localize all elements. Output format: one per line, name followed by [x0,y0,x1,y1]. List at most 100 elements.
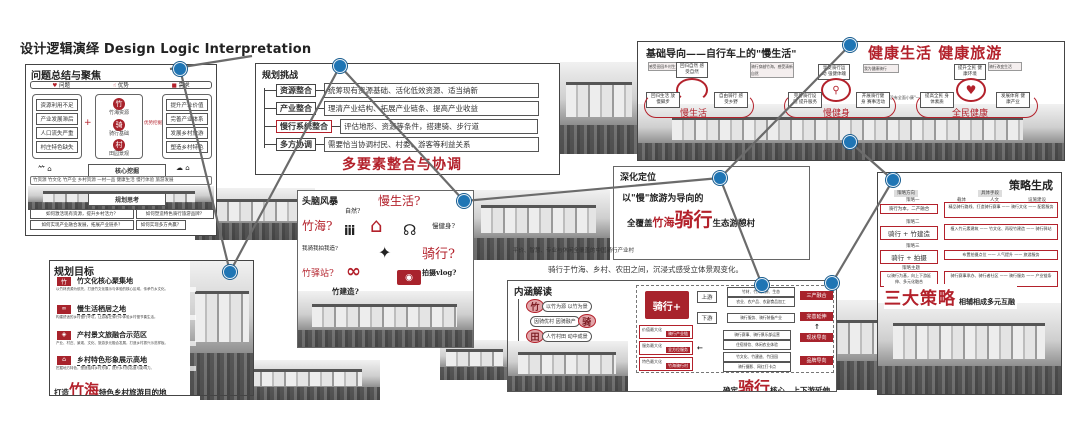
demand-item: 提升产业价值 [166,99,208,111]
village-icon: 村 [113,139,125,151]
loop-arrow [644,94,754,118]
arrow-left-icon: ← [697,344,703,352]
demand-item: 塑造乡村特色 [166,141,208,153]
bamboo-icon: 竹 [57,277,71,286]
brainstorm-panel: 头脑风暴 慢生活? 自然? 竹海? 慢健身? 我骑我拍我造? 骑行? 竹驿站? … [297,190,474,348]
line2-emph-bamboo: 竹海 [652,216,675,229]
planning-goals-panel: 规划目标 竹 竹文化核心聚集地 以竹林资源为依托，打造竹文化展示与体验的核心区域… [49,260,254,396]
brainstorm-word: 我骑我拍我造? [302,246,338,252]
deep-positioning-panel: 深化定位 以"慢"旅游为导向的 全覆盖 竹海 骑行 生态游憩村 [613,166,810,260]
interpretation-row: 因骑优村 因骑融产 骑 [530,314,596,328]
interpretation-row: 田 人竹村田 动中成景 [526,329,592,343]
house-icon: ⌂ [370,213,383,237]
slogan-emph: 竹海 [69,381,100,396]
speech-bubble: 骑行改变生活 [988,62,1022,71]
brainstorm-word: 自然? [345,208,361,215]
legend-label: 需求 [178,83,190,89]
mid-item: 骑行摄影、网红打卡点 [723,362,791,372]
positioning-title: 深化定位 [620,173,657,183]
strategy-label: 骑行 + 拍摄 [880,250,938,264]
legend-label: 问题 [59,83,71,89]
bike-icon: ∞ [57,305,71,314]
group-right-box: 发展体育 健康产业 [996,92,1030,108]
goal-title: 竹文化核心聚集地 [77,276,133,285]
strategy-measures: 精品骑行路线、打造骑行赛事 —— 骑行文化 —— 配套服务 [944,202,1058,218]
value-tag: 全方位服务 [666,347,690,353]
slogan-sub: 相辅相成多元互融 [959,297,1015,306]
connotation-panel: 内涵解读 竹 以竹为源 以竹为景 因骑优村 因骑融产 骑 田 人竹村田 动中成景… [507,280,837,392]
orientation-headline: 健康生活 健康旅游 [868,44,1003,62]
arrow-up-icon: ↑ [814,323,820,331]
node-goals [223,265,237,279]
brainstorm-word: 竹驿站? [302,269,334,279]
compass-icon: ✦ [378,243,392,262]
heart-icon: ♥ [52,83,58,89]
challenge-row: 产业整合 理清产业结构、拓展产业链条、提高产业收益 [264,101,539,116]
speech-bubble: 骑行穿越竹海，感受清新自然 [750,62,794,78]
page-title: 设计逻辑演绎 Design Logic Interpretation [20,42,312,57]
positioning-caption: 骑行于竹海、乡村、农田之间，沉浸式感受立体景观变化。 [548,265,743,274]
thought-item: 如何激活现有资源，提升乡村活力？ [30,209,134,219]
interpretation-tree [518,299,618,341]
goal-desc: 以竹林资源为依托，打造竹文化展示与体验的核心区域，传承竹乡文化。 [56,287,196,292]
col-direction: 策略方向 [894,190,918,197]
problem-summary-panel: 问题总结与聚焦 ♥ 问题 ☝ 优势 ■ 需求 资源利用不足 产业发展滞后 人口流… [25,64,217,236]
interpretation-text: 因骑优村 因骑融产 [530,315,580,327]
node-connotation-right [825,276,839,290]
cycling-plus-core: 骑行+ [645,291,689,319]
upstream-label: 上游 [697,291,717,303]
value-tag: 骑行产业链 [666,331,690,337]
brainstorm-word: 竹建造? [332,287,359,296]
planning-challenge-panel: 规划挑战 资源整合 统筹现有资源基础、活化低效资源、适当纳新 产业整合 理清产业… [255,63,560,175]
center-column: 竹 竹海资源 骑 骑行基础 村 田园景观 [95,94,143,159]
challenge-desc: 评估地形、资源等条件，搭建骑、步行道 [340,119,538,134]
demand-item: 完善产业体系 [166,113,208,125]
node-strategy [886,173,900,187]
value-label: 服务最大化 [642,343,662,348]
cycling-plus-diagram: 骑行+ 上游 下游 竹材、竹海资源、生态 农业、农产品、农副食品加工 骑行服务、… [636,285,834,373]
thought-item: 如何塑造特色骑行旅游品牌？ [136,209,214,219]
value-box: 特色最大化 竹海骑行村 [639,357,693,371]
problem-item: 资源利用不足 [36,99,78,111]
strategy-name: 策略三 [906,244,920,249]
brainstorm-word: 拍摄vlog? [422,268,457,277]
challenge-row: 慢行系统整合 评估地形、资源等条件，搭建骑、步行道 [264,119,538,134]
slogan-prefix: 打造 [54,388,69,396]
challenge-desc: 需要恰当协调村民、村委、游客等利益关系 [324,137,539,152]
strategy-title: 策略生成 [1009,179,1053,192]
connotation-slogan: 确定 骑行 核心，上下游延伸 [723,374,830,391]
node-challenge [333,59,347,73]
challenge-key: 产业整合 [276,102,316,115]
cycling-icon: 骑 [113,119,125,131]
planning-label: 规划思考 [88,193,166,206]
strategy-name: 策略主题 [902,266,920,271]
advantage-label: 竹海资源 [108,110,129,116]
interpretation-row: 竹 以竹为源 以竹为景 [526,299,592,313]
challenge-slogan: 多要素整合与协调 [342,157,462,173]
challenge-row: 多方协调 需要恰当协调村民、村委、游客等利益关系 [264,137,539,152]
goal-desc: 产业、村庄、景观、文化、旅游多元融合发展，打造乡村振兴示范样板。 [56,341,196,346]
village-icon: ⌂ [57,356,71,365]
line2-prefix: 全覆盖 [627,219,653,229]
value-label: 价值最大化 [642,327,662,332]
target-icon: ■ [171,83,177,89]
upstream-item: 农业、农产品、农副食品加工 [727,297,795,307]
challenge-key: 资源整合 [276,84,316,97]
village-photo [298,291,473,347]
goal-desc: 构建舒适的乡村慢行环境，让游客在骑行中体验乡村慢节奏生活。 [56,315,196,320]
advantage-label: 骑行基础 [108,131,129,137]
legend-bar: ♥ 问题 ☝ 优势 ■ 需求 [30,81,212,89]
value-tag: 竹海骑行村 [666,363,690,369]
strategy-measures: 植入竹元素建筑 —— 竹文化、再现竹建造 —— 骑行驿站 [944,224,1058,240]
node-orientation [843,38,857,52]
problem-summary-title: 问题总结与聚焦 [31,71,101,82]
loop-arrow [784,94,896,118]
plus-icon: + [84,118,92,128]
legend-label: 优势 [117,83,129,89]
outcome-badge: 品牌导向 [800,356,833,365]
node-brainstorm [457,194,471,208]
value-box: 价值最大化 骑行产业链 [639,325,693,339]
challenge-desc: 统筹现有资源基础、活化低效资源、适当纳新 [324,83,539,98]
outcome-badge: 三产融合 [800,291,833,300]
health-quote: "没有全民健康，就没有全面小康"——人民健康 [856,95,940,100]
